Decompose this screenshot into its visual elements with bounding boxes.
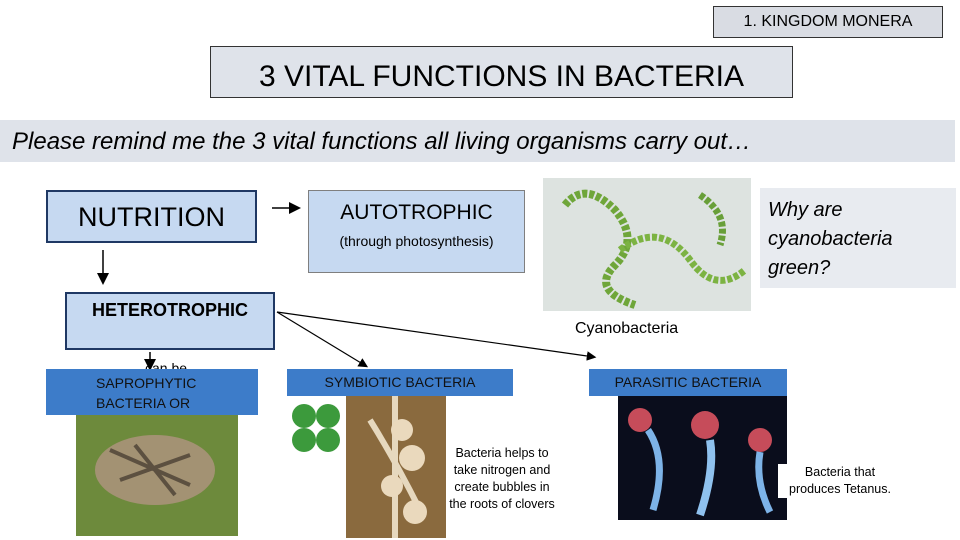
heterotrophic-box: HETEROTROPHIC	[65, 292, 275, 350]
saprophytic-label: SAPROPHYTIC BACTERIA OR	[46, 369, 258, 415]
slide-title: 3 VITAL FUNCTIONS IN BACTERIA	[210, 46, 793, 98]
root-nodules-image	[346, 396, 446, 538]
decomposing-carcass-image	[76, 414, 238, 536]
autotrophic-label: AUTOTROPHIC	[340, 201, 493, 224]
arrow-to-parasitic	[276, 311, 597, 361]
parasitic-caption: Bacteria that produces Tetanus.	[778, 464, 902, 498]
symbiotic-caption: Bacteria helps to take nitrogen and crea…	[449, 446, 555, 511]
section-tag: 1. KINGDOM MONERA	[713, 6, 943, 38]
autotrophic-box: AUTOTROPHIC (through photosynthesis)	[308, 190, 525, 273]
cyanobacteria-image	[543, 178, 751, 311]
nutrition-box: NUTRITION	[46, 190, 257, 243]
arrow-to-symbiotic	[276, 311, 369, 368]
parasitic-label: PARASITIC BACTERIA	[589, 369, 787, 396]
clover-leaf-image	[284, 396, 348, 458]
autotrophic-note: (through photosynthesis)	[339, 233, 494, 249]
symbiotic-label: SYMBIOTIC BACTERIA	[287, 369, 513, 396]
cyanobacteria-caption: Cyanobacteria	[575, 320, 679, 337]
tetanus-bacteria-image	[618, 396, 787, 520]
question-callout: Why are cyanobacteria green?	[760, 188, 956, 288]
prompt-banner: Please remind me the 3 vital functions a…	[0, 120, 955, 162]
